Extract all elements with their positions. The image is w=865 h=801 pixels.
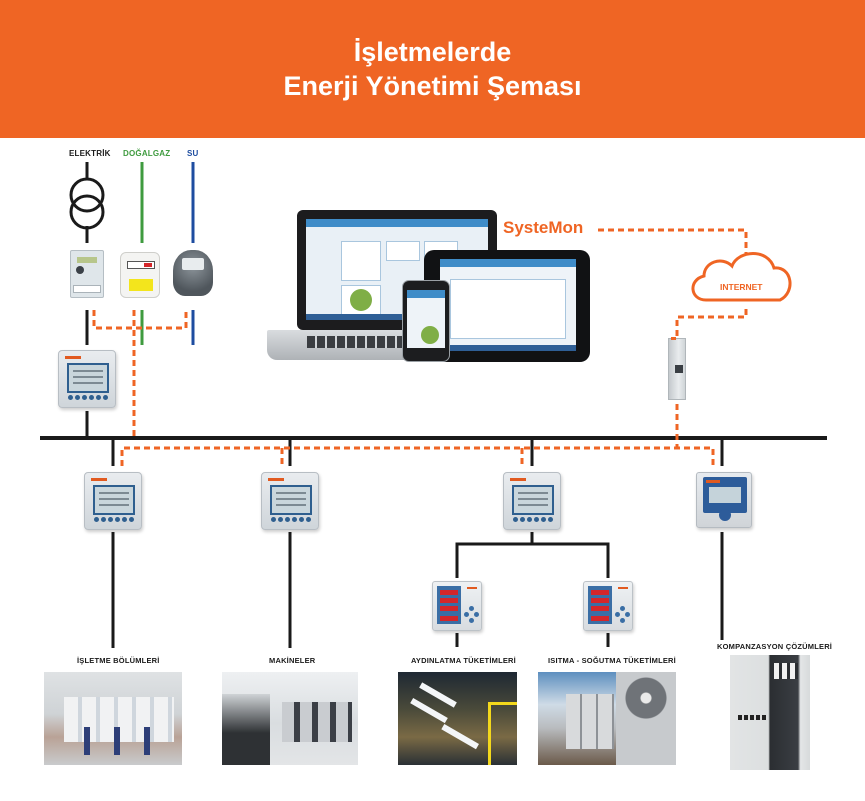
- branch-line-3-split: [455, 542, 610, 578]
- branch-label-isletme: İŞLETME BÖLÜMLERİ: [77, 656, 160, 665]
- branch-analyzer-isletme-icon: [84, 472, 142, 530]
- ethernet-gateway-icon: [668, 337, 686, 400]
- comm-line-network: [120, 446, 715, 466]
- systemon-dashboard-screen: [306, 219, 488, 320]
- branch-analyzer-makine-icon: [261, 472, 319, 530]
- water-meter-icon: [173, 250, 213, 296]
- machines-photo: [222, 672, 358, 765]
- comm-line-gateway-cloud: [675, 305, 748, 336]
- branch-label-isitma: ISITMA - SOĞUTMA TÜKETİMLERİ: [548, 656, 676, 665]
- utility-label-dogalgaz: DOĞALGAZ: [123, 149, 171, 158]
- hvac-photo: [538, 672, 676, 765]
- multimeter-aydinlatma-icon: [432, 581, 482, 631]
- electricity-meter-icon: [70, 250, 104, 298]
- factory-floor-photo: [44, 672, 182, 765]
- reactive-power-controller-icon: [696, 472, 752, 528]
- comm-line-meters: [92, 310, 188, 330]
- branch-analyzer-tuketim-icon: [503, 472, 561, 530]
- systemon-tablet-screen: [440, 259, 576, 351]
- lighting-photo: [398, 672, 517, 765]
- page-title-line-1: İşletmelerde: [353, 37, 512, 67]
- header-banner: İşletmelerde Enerji Yönetimi Şeması: [0, 0, 865, 138]
- branch-label-makine: MAKİNELER: [269, 656, 316, 665]
- cloud-icon: [691, 252, 792, 302]
- utility-label-su: SU: [187, 149, 199, 158]
- comm-line-systemon-cloud: [598, 228, 748, 256]
- multimeter-isitma-icon: [583, 581, 633, 631]
- utility-label-elektrik: ELEKTRİK: [69, 149, 111, 158]
- branch-label-kompanzasyon: KOMPANZASYON ÇÖZÜMLERİ: [717, 642, 833, 651]
- compensation-panel-photo: [730, 655, 810, 770]
- tablet-icon: [424, 250, 590, 362]
- smartphone-icon: [402, 280, 450, 362]
- transformer-icon: [69, 177, 105, 230]
- main-network-analyzer-icon: [58, 350, 116, 408]
- branch-label-aydinlatma: AYDINLATMA TÜKETİMLERİ: [411, 656, 516, 665]
- gas-meter-icon: [120, 252, 160, 298]
- page-title-line-2: Enerji Yönetimi Şeması: [283, 71, 582, 101]
- systemon-label: SysteMon: [503, 218, 584, 237]
- systemon-phone-screen: [407, 290, 445, 348]
- internet-label: INTERNET: [720, 282, 763, 292]
